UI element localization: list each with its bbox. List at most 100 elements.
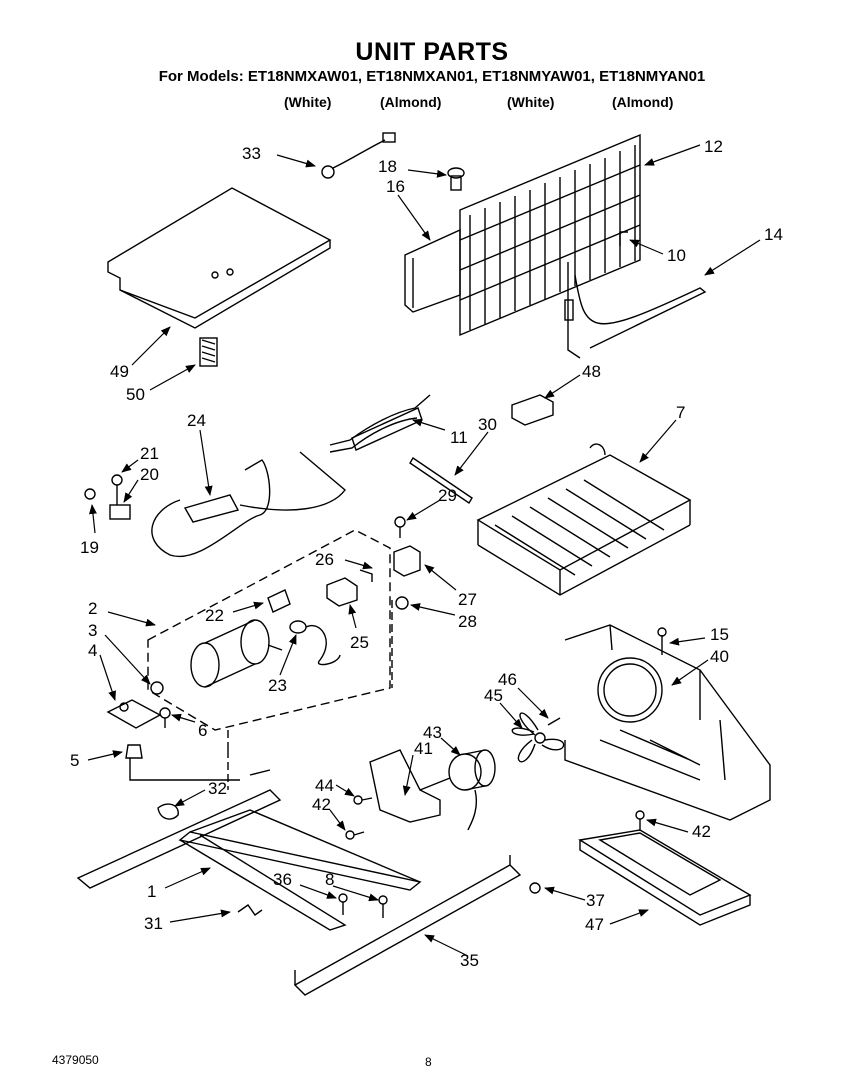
callout-37: 37 [586,891,605,910]
callout-15: 15 [710,625,729,644]
screw-part-18 [447,167,465,191]
base-frame-part [76,789,522,996]
arrow-30 [454,431,489,476]
callout-32: 32 [208,779,227,798]
callout-47: 47 [585,915,604,934]
arrow-5 [87,750,123,761]
arrow-10 [629,239,664,255]
arrow-49 [131,326,171,366]
screw-part-36-8 [338,893,388,918]
callout-48: 48 [582,362,601,381]
callout-30: 30 [478,415,497,434]
models-line: For Models: ET18NMXAW01, ET18NMXAN01, ET… [158,68,706,85]
callout-5: 5 [70,751,79,770]
callout-21: 21 [140,444,159,463]
callout-6: 6 [198,721,207,740]
arrow-43 [440,737,461,756]
compressor-bracket-part [106,681,164,729]
arrow-19 [88,504,97,534]
arrow-3 [104,634,151,685]
arrow-12 [644,144,701,166]
capacitor-part [190,619,283,688]
callout-14: 14 [764,225,783,244]
color-label-4: (Almond) [612,94,674,110]
drier-part [329,394,431,453]
page-number: 8 [425,1055,432,1069]
color-label-2: (Almond) [380,94,442,110]
callout-7: 7 [676,403,685,422]
callout-42-right: 42 [692,822,711,841]
callout-8: 8 [325,870,334,889]
small-hardware-part [84,474,131,520]
arrow-21 [121,459,139,473]
callout-36: 36 [273,870,292,889]
arrow-32 [174,789,206,807]
clip-part [619,231,628,246]
callout-44: 44 [315,776,334,795]
arrow-25 [348,604,357,629]
arrow-1 [164,867,211,889]
color-label-1: (White) [284,94,332,110]
arrow-50 [149,364,196,391]
callout-22: 22 [205,606,224,625]
drain-pan-part [578,829,752,926]
callout-2: 2 [88,599,97,618]
callout-29: 29 [438,486,457,505]
overload-part [289,620,341,666]
motor-bracket-part [369,749,441,823]
arrow-45 [499,702,523,729]
arrow-16 [397,194,431,241]
fan-motor-part [419,749,496,831]
condenser-part [404,133,641,337]
callout-42-left: 42 [312,795,331,814]
arrow-2 [107,611,156,627]
callout-27: 27 [458,590,477,609]
callout-50: 50 [126,385,145,404]
callout-46: 46 [498,670,517,689]
callout-49: 49 [110,362,129,381]
tie-strap-part [409,457,473,504]
arrow-4 [99,654,116,701]
callout-16: 16 [386,177,405,196]
callout-31: 31 [144,914,163,933]
screw-part-42 [635,810,645,830]
arrow-48 [544,374,581,399]
arrow-11 [412,418,446,431]
callout-26: 26 [315,550,334,569]
callout-11: 11 [450,428,468,447]
screw-part-29 [394,516,406,538]
callout-20: 20 [140,465,159,484]
arrow-37 [544,886,586,901]
block-part [511,394,554,426]
arrow-46 [517,687,549,719]
arrow-33 [276,154,316,168]
arrow-15 [669,637,706,646]
fan-blade-part [511,712,565,763]
capillary-part [151,451,346,558]
callout-41: 41 [414,739,433,758]
arrow-6 [171,713,196,723]
callout-33: 33 [242,144,261,163]
arrow-29 [406,499,441,521]
callout-4: 4 [88,641,97,660]
document-number: 4379050 [52,1053,99,1067]
clip-part-32 [157,803,179,820]
callout-19: 19 [80,538,99,557]
callout-28: 28 [458,612,477,631]
fan-bracket-part [564,624,771,821]
arrow-24 [199,429,213,496]
arrow-26 [344,559,373,570]
callout-45: 45 [484,686,503,705]
callout-40: 40 [710,647,729,666]
switch-part [326,569,373,607]
arrow-35 [424,934,469,957]
screw-part-6 [159,707,171,728]
evaporator-part [476,443,692,596]
callout-23: 23 [268,676,287,695]
arrow-40 [671,659,709,686]
arrow-28 [410,603,456,616]
arrow-42-right [646,818,689,833]
callout-10: 10 [667,246,686,265]
arrow-18 [407,169,447,178]
arrow-14 [704,239,761,276]
